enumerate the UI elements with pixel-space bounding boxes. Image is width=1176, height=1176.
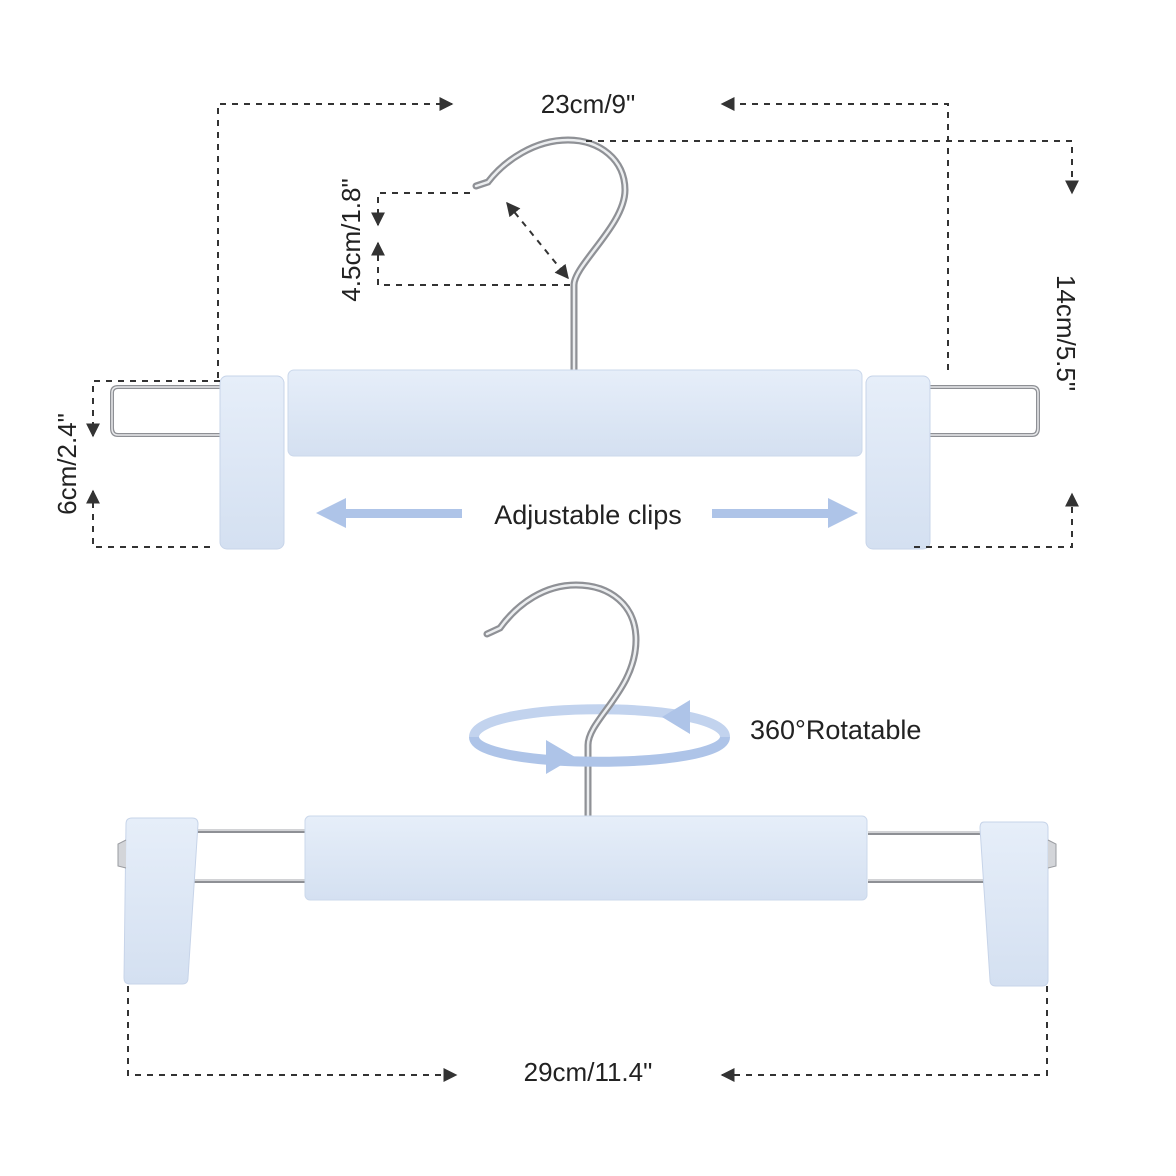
top-hanger-bar (287, 369, 863, 457)
bottom-width-dimension (127, 986, 1048, 1082)
top-hook (472, 136, 629, 376)
rotation-ring-back (469, 704, 730, 739)
clip-height-label: 6cm/2.4" (52, 413, 82, 515)
hook-height-dimension (371, 192, 570, 286)
top-right-clip (865, 375, 931, 550)
bottom-hanger (117, 581, 1057, 987)
bottom-hanger-bar (304, 815, 868, 901)
top-width-dimension (217, 97, 949, 378)
left-wire-loop (110, 385, 222, 437)
bottom-width-label: 29cm/11.4" (524, 1057, 653, 1087)
right-wire-loop (926, 385, 1040, 437)
rotation-arrow-icon (546, 700, 690, 774)
bottom-rails (192, 829, 984, 883)
bottom-right-clip (979, 821, 1049, 987)
clip-height-dimension (86, 380, 220, 548)
rotation-ring-front (469, 735, 730, 767)
rotatable-label: 360°Rotatable (750, 715, 921, 745)
total-height-label: 14cm/5.5" (1051, 275, 1081, 391)
total-height-dimension (586, 140, 1079, 548)
double-arrow-icon (316, 498, 858, 528)
adjustable-clips-label: Adjustable clips (494, 500, 682, 530)
hook-height-label: 4.5cm/1.8" (336, 178, 366, 301)
top-hanger (110, 136, 1040, 550)
top-left-clip (219, 375, 285, 550)
bottom-left-clip (123, 817, 199, 985)
top-width-label: 23cm/9" (541, 89, 636, 119)
